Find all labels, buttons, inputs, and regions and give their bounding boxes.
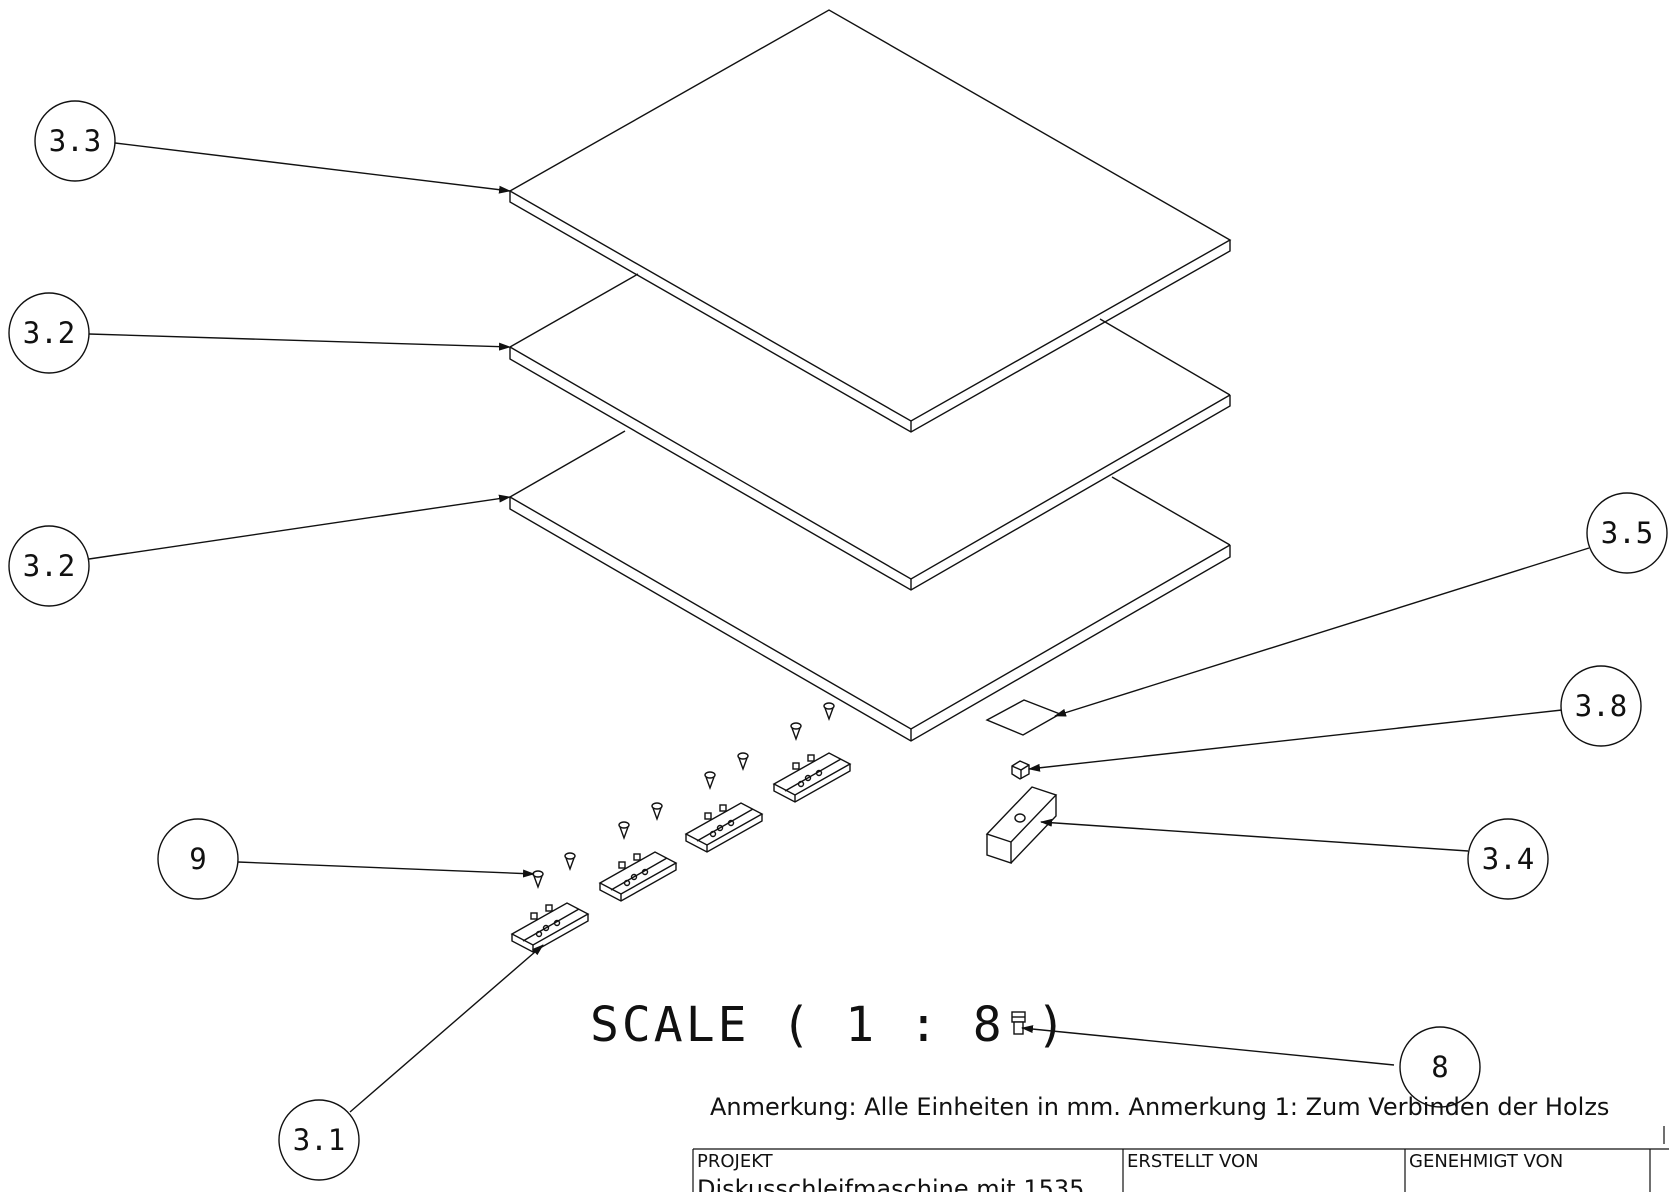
callout-circle (1560, 665, 1642, 747)
screw-9-5 (704, 771, 716, 791)
title-block-created-by-header: ERSTELLT VON (1127, 1151, 1259, 1172)
callout-label-8: 8 (1431, 1050, 1448, 1084)
bolt-8 (1011, 1011, 1026, 1035)
screw-9-4 (651, 802, 663, 822)
hinge-3-1a (510, 902, 590, 953)
screw-9-6 (737, 752, 749, 772)
title-block-project-header: PROJEKT (697, 1151, 774, 1172)
callout-label-3-2: 3.2 (23, 316, 75, 350)
callout-circle (8, 525, 90, 607)
callout-circle (1467, 818, 1549, 900)
plate-3-2-upper (509, 273, 1231, 591)
scale-label: SCALE ( 1 : 8 ) (590, 997, 1068, 1053)
callout-label-3-3: 3.3 (49, 124, 101, 158)
hinge-3-1c (684, 802, 764, 853)
hinge-3-1b (598, 851, 678, 902)
title-block-approved-by-header: GENEHMIGT VON (1409, 1151, 1563, 1172)
hinge-3-1d (772, 752, 852, 803)
callout-label-3-8: 3.8 (1575, 689, 1627, 723)
title-block (692, 1148, 1669, 1192)
drawing-note: Anmerkung: Alle Einheiten in mm. Anmerku… (710, 1093, 1609, 1121)
screw-9-8 (823, 702, 835, 722)
callout-circle (157, 818, 239, 900)
screw-9-1 (532, 870, 544, 890)
callout-circle (278, 1099, 360, 1181)
callout-circle (1399, 1026, 1481, 1108)
callout-circle (8, 292, 90, 374)
callout-label-3-1: 3.1 (293, 1123, 345, 1157)
title-block-project-value: Diskusschleifmaschine mit 1535 (697, 1175, 1084, 1192)
screw-9-7 (790, 722, 802, 742)
block-3-4 (985, 786, 1058, 864)
callout-label-3-2: 3.2 (23, 549, 75, 583)
plate-3-2-lower (509, 430, 1231, 742)
leader-lines (88, 142, 1590, 1113)
callout-label-3-5: 3.5 (1601, 516, 1653, 550)
plate-3-3 (508, 9, 1232, 433)
callout-circle (34, 100, 116, 182)
screw-9-3 (618, 821, 630, 841)
callout-label-9: 9 (189, 842, 206, 876)
callout-label-3-4: 3.4 (1482, 842, 1534, 876)
callout-circle (1586, 492, 1668, 574)
screw-9-2 (564, 852, 576, 872)
pad-3-5 (985, 699, 1062, 736)
nut-3-8 (1011, 760, 1030, 780)
